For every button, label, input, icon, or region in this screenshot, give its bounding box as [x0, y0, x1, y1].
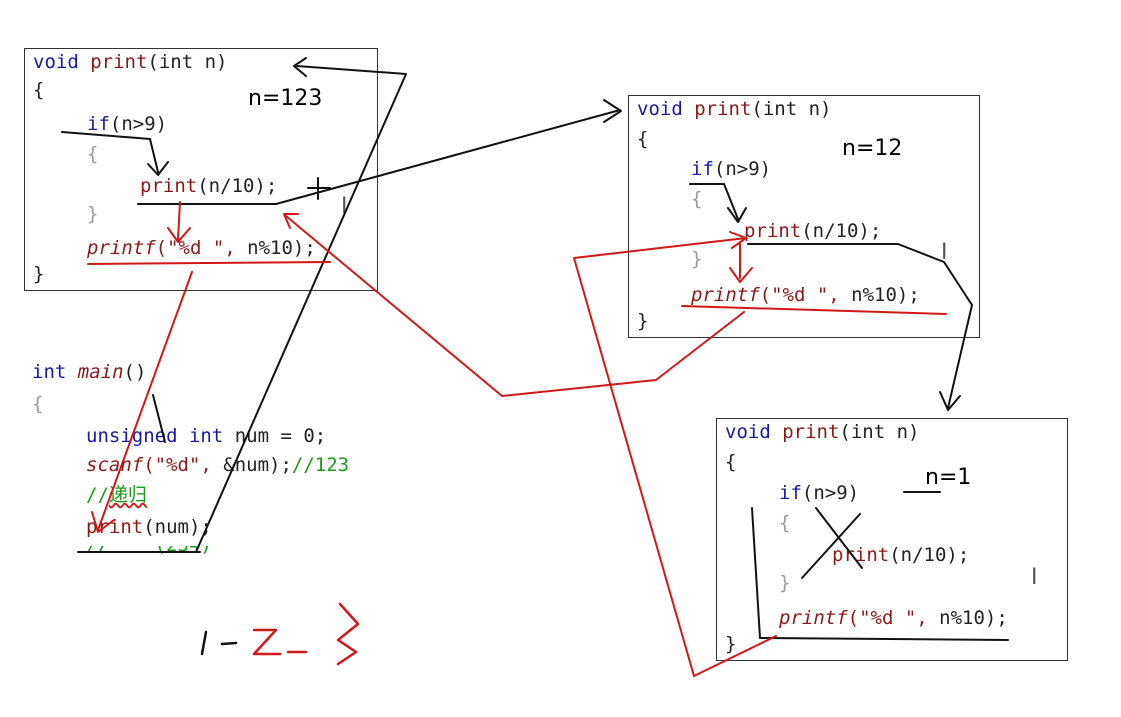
- annotation-n12: n=12: [842, 136, 903, 161]
- text-cursor-icon: I: [1031, 565, 1038, 590]
- box3-close-brace: }: [725, 633, 737, 655]
- box1-recursive-call: print(n/10);: [140, 175, 278, 197]
- box1-signature: void print(int n): [33, 51, 228, 73]
- box3-if-open-brace: {: [779, 512, 791, 534]
- main-scanf: scanf("%d", &num);//123: [86, 454, 350, 476]
- box2-signature: void print(int n): [637, 98, 832, 120]
- box3-recursive-call: print(n/10);: [832, 544, 970, 566]
- main-clipped-line: // (234): [86, 546, 266, 554]
- box2-open-brace: {: [637, 128, 649, 150]
- box3-signature: void print(int n): [725, 421, 920, 443]
- box1-printf: printf("%d ", n%10);: [87, 237, 316, 259]
- box2-if: if(n>9): [691, 158, 772, 180]
- box2-close-brace: }: [637, 310, 649, 332]
- handwritten-output: [200, 602, 360, 666]
- main-print-call: print(num);: [86, 516, 212, 538]
- code-box-print-n123: void print(int n) { if(n>9) { print(n/10…: [24, 48, 378, 291]
- text-cursor-icon: I: [941, 240, 948, 265]
- box2-recursive-call: print(n/10);: [744, 220, 882, 242]
- code-box-print-n12: void print(int n) { if(n>9) { print(n/10…: [628, 95, 980, 338]
- box1-open-brace: {: [33, 79, 45, 101]
- box3-printf: printf("%d ", n%10);: [779, 607, 1008, 629]
- box3-open-brace: {: [725, 451, 737, 473]
- main-declaration: unsigned int num = 0;: [86, 425, 327, 447]
- box1-if-open-brace: {: [87, 143, 99, 165]
- box2-if-open-brace: {: [691, 188, 703, 210]
- box2-if-close-brace: }: [691, 248, 703, 270]
- main-signature: int main(): [32, 361, 147, 383]
- box2-printf: printf("%d ", n%10);: [691, 284, 920, 306]
- main-comment: //递归: [86, 484, 147, 506]
- box1-if: if(n>9): [87, 113, 168, 135]
- box1-close-brace: }: [33, 263, 45, 285]
- text-cursor-icon: I: [341, 194, 348, 219]
- box1-if-close-brace: }: [87, 203, 99, 225]
- box3-if: if(n>9): [779, 482, 860, 504]
- main-open-brace: {: [32, 393, 44, 415]
- box3-if-close-brace: }: [779, 572, 791, 594]
- code-box-print-n1: void print(int n) { if(n>9) { print(n/10…: [716, 418, 1068, 661]
- annotation-n1: n=1: [925, 465, 972, 490]
- annotation-n123: n=123: [248, 86, 323, 111]
